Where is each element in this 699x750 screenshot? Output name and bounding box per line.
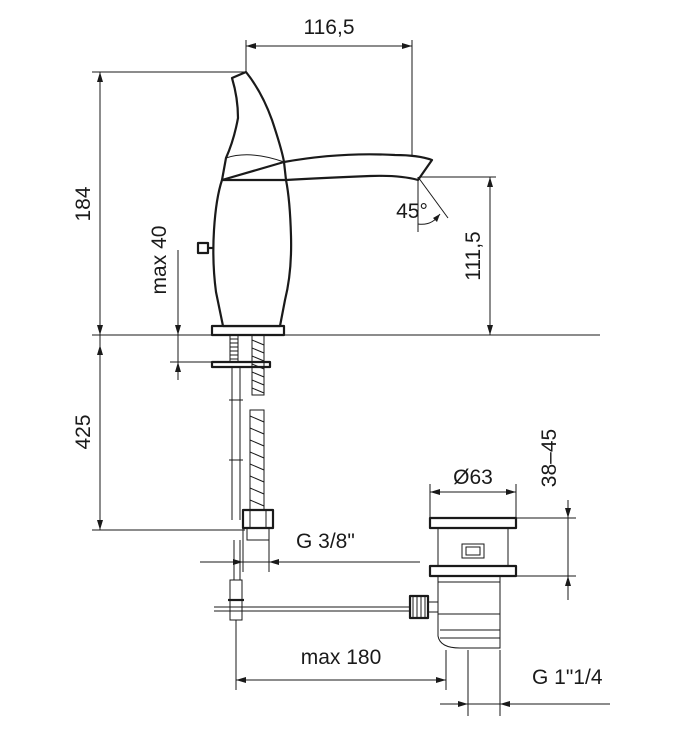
label-hose-length: 425: [72, 414, 95, 449]
side-button: [196, 241, 210, 255]
label-max-deck-thickness: max 40: [148, 226, 171, 295]
pivot-nut: [408, 594, 430, 620]
pop-up-waste: [408, 516, 518, 649]
waste-flange: [428, 516, 518, 530]
faucet: [196, 70, 434, 337]
label-waste-height: 38–45: [538, 429, 561, 487]
faucet-spout: [282, 153, 434, 182]
label-spout-angle: 45°: [396, 200, 428, 223]
label-spout-reach: 116,5: [304, 16, 355, 39]
label-waste-connection: G 1"1/4: [532, 666, 603, 689]
label-spout-height: 111,5: [462, 231, 485, 280]
mounting-washer: [210, 360, 272, 369]
faucet-body: [212, 178, 293, 328]
waste-nut: [428, 564, 518, 578]
dimension-labels: 116,5 184 111,5 45° max 40 425 G 3/8" Ø6…: [72, 16, 603, 689]
dimension-lines: [92, 40, 610, 716]
supply-assembly: [210, 334, 412, 621]
faucet-handle: [220, 70, 286, 182]
supply-nut: [241, 508, 275, 530]
label-pull-rod-length: max 180: [301, 646, 382, 669]
label-supply-connection: G 3/8": [296, 530, 355, 553]
faucet-base-plate: [210, 324, 286, 337]
label-waste-diameter: Ø63: [453, 466, 493, 489]
overflow-slot: [461, 543, 485, 559]
label-total-height: 184: [72, 186, 95, 221]
